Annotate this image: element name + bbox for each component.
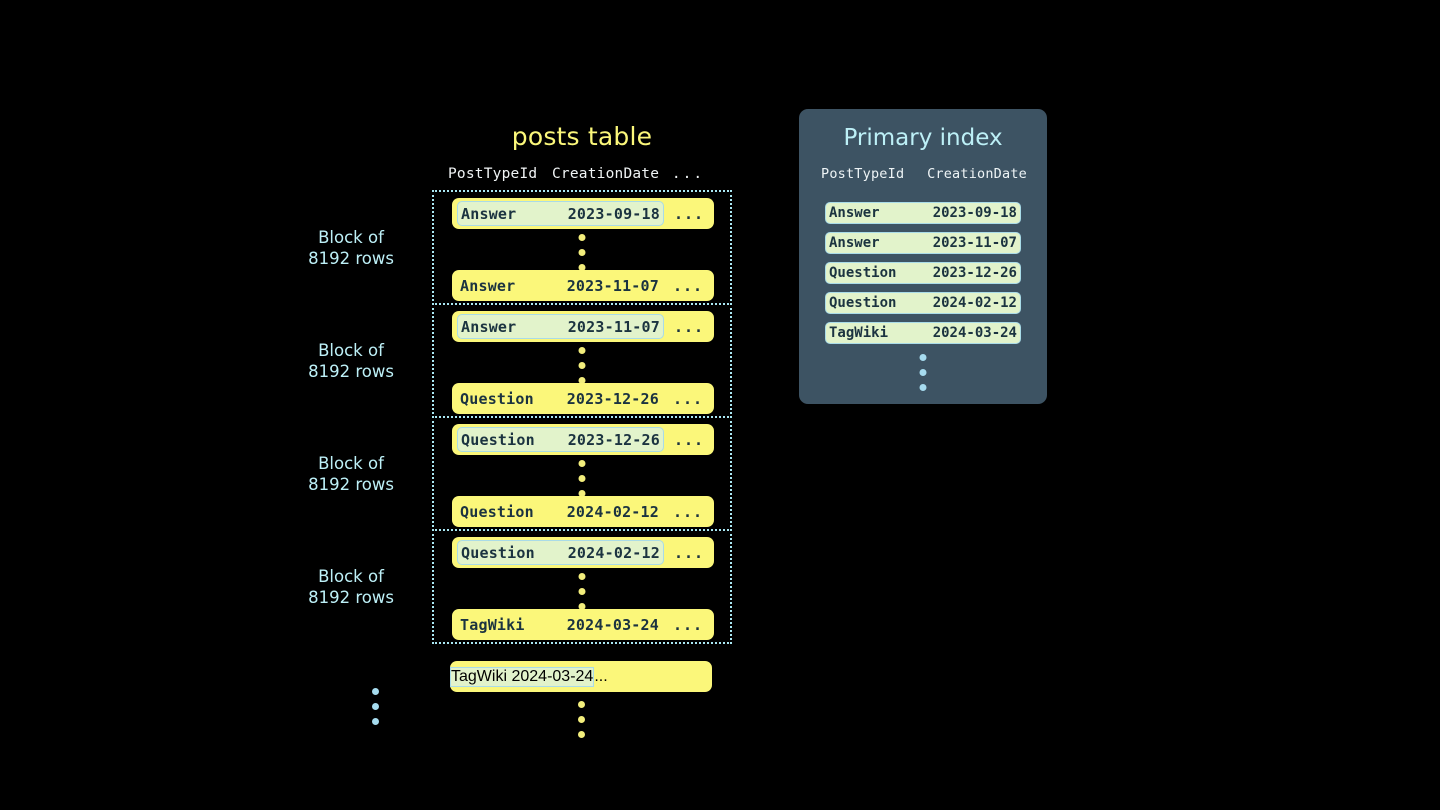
posts-table-blocks: Block of 8192 rows Answer 2023-09-18 ...… xyxy=(308,190,732,644)
cell-creationdate: 2024-03-24 xyxy=(932,325,1017,341)
row-cells: Answer 2023-11-07 xyxy=(457,314,664,339)
cell-creationdate: 2024-03-24 xyxy=(511,667,594,685)
block-3-label-line2: 8192 rows xyxy=(308,587,394,607)
block-2-label: Block of 8192 rows xyxy=(276,453,426,495)
cell-posttypeid: TagWiki xyxy=(460,615,525,634)
table-row: Answer 2023-11-07 ... xyxy=(452,270,714,301)
primary-index-rows: Answer 2023-09-18 Answer 2023-11-07 Ques… xyxy=(825,202,1021,352)
cell-more: ... xyxy=(673,430,705,449)
row-cells: Answer 2023-11-07 xyxy=(457,273,662,298)
cell-creationdate: 2023-11-07 xyxy=(567,317,660,336)
cell-creationdate: 2023-12-26 xyxy=(567,430,660,449)
cell-posttypeid: Question xyxy=(461,430,535,449)
list-item: TagWiki 2024-03-24 xyxy=(825,322,1021,344)
primary-index-panel: Primary index PostTypeId CreationDate An… xyxy=(799,109,1047,404)
table-row: Question 2024-02-12 ... xyxy=(452,537,714,568)
cell-more: ... xyxy=(594,667,608,685)
table-row: TagWiki 2024-03-24 ... xyxy=(450,661,712,692)
cell-creationdate: 2023-09-18 xyxy=(567,204,660,223)
cell-creationdate: 2024-03-24 xyxy=(566,615,659,634)
cell-more: ... xyxy=(673,204,705,223)
table-row: Question 2023-12-26 ... xyxy=(452,424,714,455)
vertical-ellipsis-icon xyxy=(578,460,586,497)
cell-posttypeid: Answer xyxy=(460,276,516,295)
cell-more: ... xyxy=(673,317,705,336)
cell-posttypeid: Question xyxy=(829,295,897,311)
block-0: Block of 8192 rows Answer 2023-09-18 ...… xyxy=(308,190,732,305)
block-3: Block of 8192 rows Question 2024-02-12 .… xyxy=(308,529,732,644)
table-vertical-ellipsis-icon xyxy=(578,701,585,738)
cell-posttypeid: TagWiki xyxy=(451,667,508,685)
cell-posttypeid: Answer xyxy=(829,235,880,251)
block-0-label-line2: 8192 rows xyxy=(308,248,394,268)
cell-posttypeid: Answer xyxy=(461,204,517,223)
cell-creationdate: 2024-02-12 xyxy=(932,295,1017,311)
vertical-ellipsis-icon xyxy=(578,234,586,271)
cell-more: ... xyxy=(672,389,704,408)
cell-creationdate: 2023-11-07 xyxy=(566,276,659,295)
cell-posttypeid: Question xyxy=(460,389,534,408)
posts-table-column-headers: PostTypeId CreationDate ... xyxy=(448,166,714,182)
row-cells: TagWiki 2024-03-24 xyxy=(450,666,595,687)
table-row: Question 2023-12-26 ... xyxy=(452,383,714,414)
column-header-creationdate: CreationDate xyxy=(552,166,660,182)
block-0-label: Block of 8192 rows xyxy=(276,227,426,269)
row-cells: Answer 2023-09-18 xyxy=(457,201,664,226)
column-header-more: ... xyxy=(671,166,705,182)
posts-table-title: posts table xyxy=(511,122,653,151)
list-item: Question 2024-02-12 xyxy=(825,292,1021,314)
block-1-label-line2: 8192 rows xyxy=(308,361,394,381)
block-3-label-line1: Block of xyxy=(318,566,384,586)
column-header-posttypeid: PostTypeId xyxy=(821,166,905,182)
row-cells: Question 2023-12-26 xyxy=(457,386,662,411)
block-3-label: Block of 8192 rows xyxy=(276,566,426,608)
table-row: Answer 2023-11-07 ... xyxy=(452,311,714,342)
list-item: Answer 2023-09-18 xyxy=(825,202,1021,224)
primary-index-title: Primary index xyxy=(843,125,1003,151)
block-2-label-line2: 8192 rows xyxy=(308,474,394,494)
list-item: Question 2023-12-26 xyxy=(825,262,1021,284)
list-item: Answer 2023-11-07 xyxy=(825,232,1021,254)
cell-creationdate: 2023-12-26 xyxy=(932,265,1017,281)
column-header-creationdate: CreationDate xyxy=(927,166,1027,182)
block-1-label: Block of 8192 rows xyxy=(276,340,426,382)
row-cells: TagWiki 2024-03-24 xyxy=(457,612,662,637)
block-1: Block of 8192 rows Answer 2023-11-07 ...… xyxy=(308,303,732,418)
table-row: TagWiki 2024-03-24 ... xyxy=(452,609,714,640)
block-2: Block of 8192 rows Question 2023-12-26 .… xyxy=(308,416,732,531)
cell-creationdate: 2023-09-18 xyxy=(932,205,1017,221)
cell-posttypeid: Question xyxy=(460,502,534,521)
vertical-ellipsis-icon xyxy=(578,347,586,384)
cell-posttypeid: Question xyxy=(829,265,897,281)
cell-more: ... xyxy=(672,276,704,295)
cell-posttypeid: Answer xyxy=(461,317,517,336)
cell-posttypeid: TagWiki xyxy=(829,325,889,341)
cell-more: ... xyxy=(672,615,704,634)
vertical-ellipsis-icon xyxy=(578,573,586,610)
cell-creationdate: 2024-02-12 xyxy=(567,543,660,562)
index-vertical-ellipsis-icon xyxy=(919,354,927,391)
primary-index-column-headers: PostTypeId CreationDate xyxy=(821,166,1027,182)
cell-creationdate: 2024-02-12 xyxy=(566,502,659,521)
table-row: Question 2024-02-12 ... xyxy=(452,496,714,527)
cell-more: ... xyxy=(673,543,705,562)
block-1-label-line1: Block of xyxy=(318,340,384,360)
cell-creationdate: 2023-12-26 xyxy=(566,389,659,408)
row-cells: Question 2023-12-26 xyxy=(457,427,664,452)
block-0-label-line1: Block of xyxy=(318,227,384,247)
column-header-posttypeid: PostTypeId xyxy=(448,166,538,182)
row-cells: Question 2024-02-12 xyxy=(457,499,662,524)
cell-more: ... xyxy=(672,502,704,521)
cell-creationdate: 2023-11-07 xyxy=(932,235,1017,251)
row-cells: Question 2024-02-12 xyxy=(457,540,664,565)
table-row: Answer 2023-09-18 ... xyxy=(452,198,714,229)
cell-posttypeid: Question xyxy=(461,543,535,562)
cell-posttypeid: Answer xyxy=(829,205,880,221)
blocks-vertical-ellipsis-icon xyxy=(372,688,379,725)
block-2-label-line1: Block of xyxy=(318,453,384,473)
